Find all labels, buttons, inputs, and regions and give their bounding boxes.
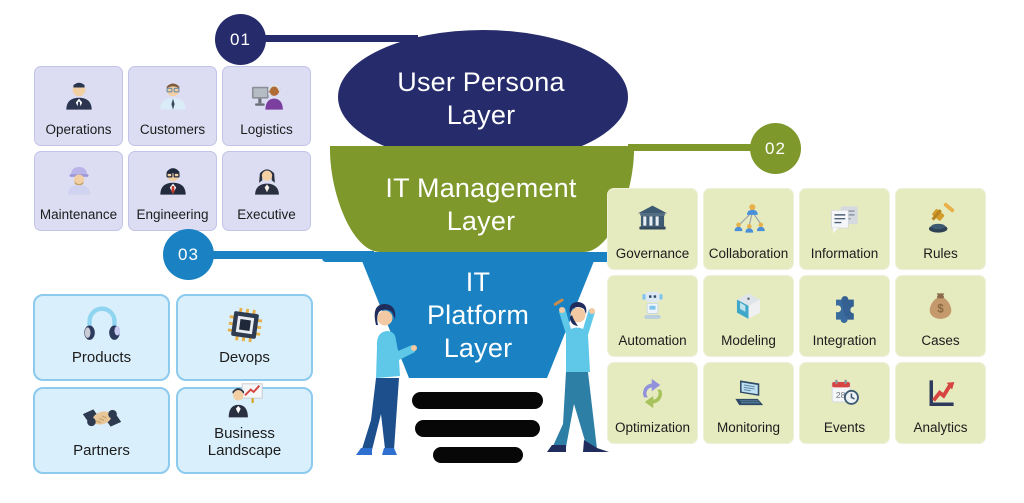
card-label: Devops: [219, 349, 270, 366]
woman-figure: [356, 304, 417, 455]
handshake-icon: [79, 389, 125, 442]
management-card-group: Governance Collaboration Information Rul…: [607, 188, 986, 444]
card-label: Business Landscape: [207, 425, 282, 459]
it-platform-collar: [322, 252, 640, 262]
bulb-base-bars: [412, 392, 543, 463]
card-label: Optimization: [614, 420, 691, 435]
badge-number: 01: [230, 29, 251, 49]
user-persona-layer-caption: User Persona Layer: [348, 66, 614, 132]
persona-card-group: Operations Customers Logistics Maintenan…: [34, 66, 311, 231]
card-label: Analytics: [913, 420, 968, 435]
card-collaboration: Collaboration: [703, 188, 794, 270]
card-label: Customers: [139, 122, 206, 137]
worker-icon: [60, 152, 98, 207]
card-integration: Integration: [799, 275, 890, 357]
badge-number: 02: [765, 138, 786, 158]
card-label: Cases: [921, 333, 960, 348]
card-rules: Rules: [895, 188, 986, 270]
card-label: Executive: [237, 207, 296, 222]
card-label: Automation: [618, 333, 687, 348]
card-maintenance: Maintenance: [34, 151, 123, 231]
badge-03: 03: [163, 229, 214, 280]
microchip-icon: [222, 296, 268, 349]
robot-icon: [634, 276, 671, 333]
businessman-icon: [60, 67, 98, 122]
connector-line-01: [260, 35, 418, 42]
badge-01: 01: [215, 14, 266, 65]
card-modeling: Modeling: [703, 275, 794, 357]
card-label: Collaboration: [708, 246, 789, 261]
card-label: Products: [71, 349, 132, 366]
it-platform-layer-caption: IT Platform Layer: [378, 266, 578, 365]
card-governance: Governance: [607, 188, 698, 270]
card-label: Maintenance: [39, 207, 118, 222]
caption-line: User Persona: [397, 67, 565, 97]
caption-line: Platform: [426, 300, 530, 330]
card-automation: Automation: [607, 275, 698, 357]
support-agent-icon: [248, 67, 286, 122]
card-business-landscape: Business Landscape: [176, 383, 313, 474]
card-partners: Partners: [33, 387, 170, 474]
card-label: Governance: [615, 246, 690, 261]
connector-line-03: [206, 251, 374, 259]
cube-icon: [730, 276, 767, 333]
card-devops: Devops: [176, 294, 313, 381]
card-engineering: Engineering: [128, 151, 217, 231]
documents-icon: [826, 189, 863, 246]
it-platform-shape: [362, 261, 594, 378]
gavel-icon: [922, 189, 959, 246]
headphones-icon: [79, 296, 125, 349]
presentation-person-icon: [222, 375, 268, 425]
card-analytics: Analytics: [895, 362, 986, 444]
card-label: Rules: [923, 246, 958, 261]
money-bag-icon: $: [922, 276, 959, 333]
card-label: Operations: [45, 122, 112, 137]
card-label: Events: [823, 420, 866, 435]
caption-line: Layer: [446, 100, 516, 130]
card-optimization: Optimization: [607, 362, 698, 444]
card-label: Partners: [73, 442, 130, 459]
engineer-icon: [154, 152, 192, 207]
it-management-layer-caption: IT Management Layer: [348, 172, 614, 238]
card-executive: Executive: [222, 151, 311, 231]
puzzle-piece-icon: [826, 276, 863, 333]
man-figure: [547, 298, 609, 452]
card-label: Modeling: [721, 333, 776, 348]
card-label: Information: [810, 246, 879, 261]
card-logistics: Logistics: [222, 66, 311, 146]
badge-02: 02: [750, 123, 801, 174]
card-information: Information: [799, 188, 890, 270]
cycle-arrows-icon: [634, 363, 671, 420]
user-persona-shape: [338, 30, 628, 164]
calendar-clock-icon: 28: [826, 363, 863, 420]
customer-person-icon: [154, 67, 192, 122]
card-customers: Customers: [128, 66, 217, 146]
platform-card-group: Products Devops Partners Business Landsc…: [33, 294, 313, 474]
card-products: Products: [33, 294, 170, 381]
card-label: Monitoring: [716, 420, 781, 435]
card-events: 28 Events: [799, 362, 890, 444]
chart-arrow-icon: [922, 363, 959, 420]
org-chart-icon: [730, 189, 767, 246]
card-operations: Operations: [34, 66, 123, 146]
badge-number: 03: [178, 244, 199, 264]
caption-line: Layer: [443, 333, 513, 363]
laptop-icon: [730, 363, 767, 420]
connector-line-02: [628, 144, 758, 151]
card-cases: $ Cases: [895, 275, 986, 357]
card-label: Logistics: [240, 122, 293, 137]
executive-woman-icon: [248, 152, 286, 207]
caption-line: IT: [465, 267, 491, 297]
card-label: Integration: [812, 333, 877, 348]
caption-line: Layer: [446, 206, 516, 236]
svg-text:$: $: [937, 304, 944, 316]
bank-icon: [634, 189, 671, 246]
card-label: Engineering: [136, 207, 209, 222]
caption-line: IT Management: [385, 173, 577, 203]
card-monitoring: Monitoring: [703, 362, 794, 444]
svg-text:28: 28: [836, 390, 846, 400]
it-management-shape: [329, 146, 635, 252]
